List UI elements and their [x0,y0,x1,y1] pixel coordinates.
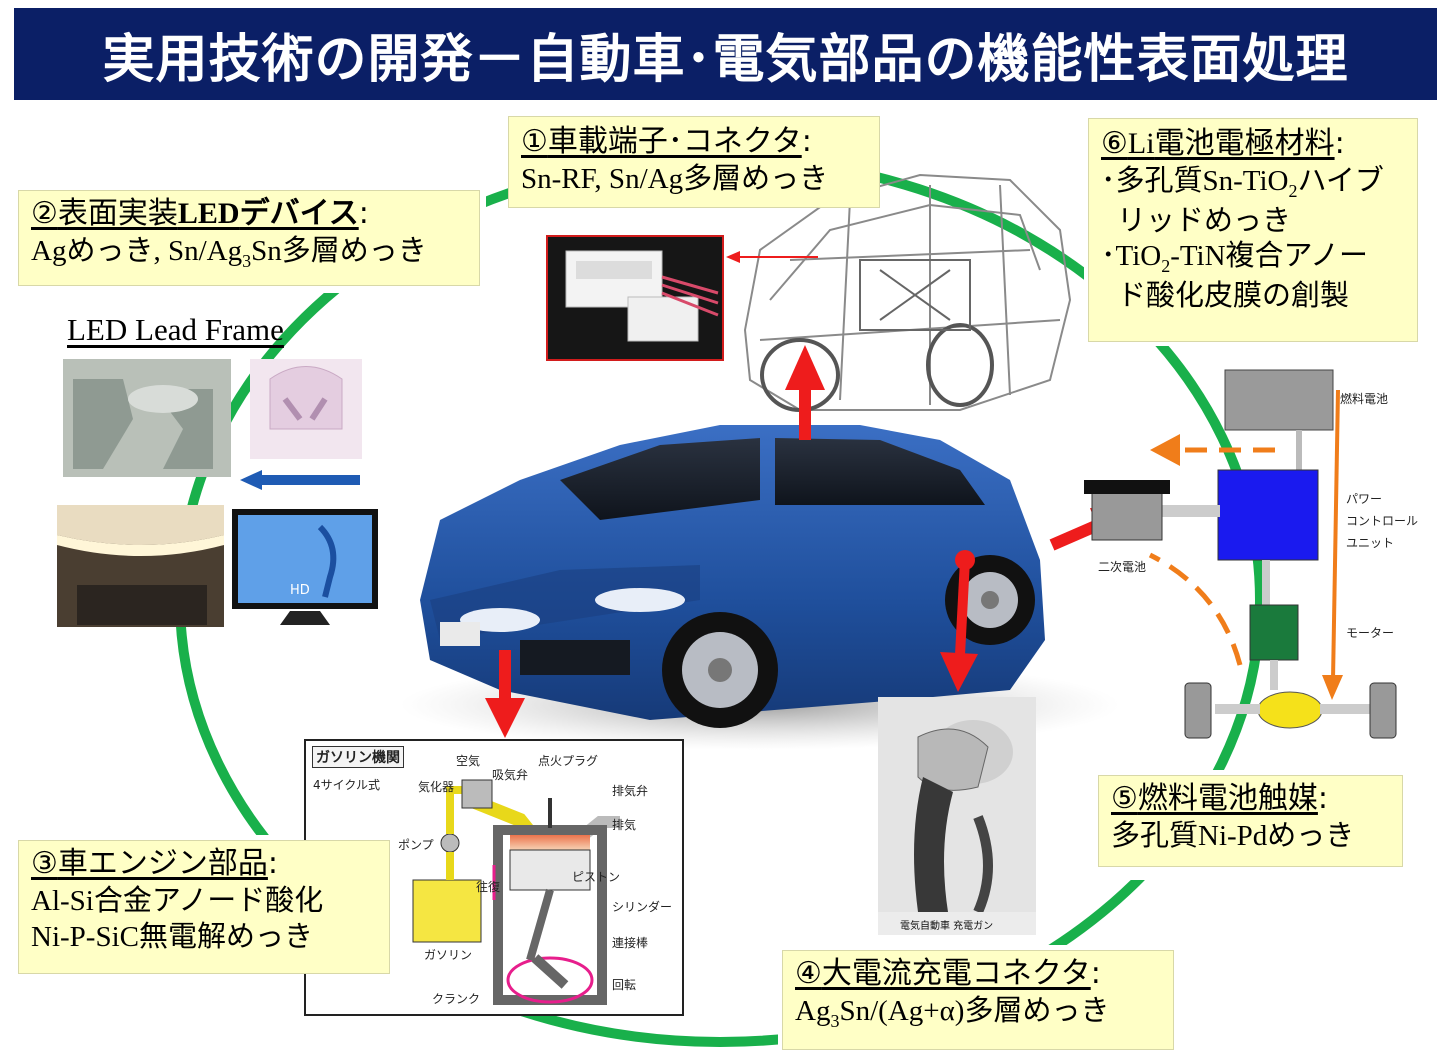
engine-cylinder: シリンダー [612,900,673,914]
box-connector: ①車載端子･コネクタ: Sn-RF, Sn/Ag多層めっき [508,116,880,208]
left-arrow-icon [240,470,362,490]
engine-crank: クランク [432,992,481,1006]
box-led-device-line: Agめっき, Sn/Ag3Sn多層めっき [31,234,427,271]
engine-pump: ポンプ [398,838,434,852]
engine-intake: 吸気弁 [492,768,529,782]
blue-car [420,425,1045,728]
pcu-label-1: パワー [1346,492,1383,506]
box-connector-line: Sn-RF, Sn/Ag多層めっき [521,162,829,195]
motor-label: モーター [1346,626,1395,640]
engine-diagram [304,739,684,1016]
engine-recip: 往復 [476,880,501,894]
box-fuel-cell: ⑤燃料電池触媒: 多孔質Ni-Pdめっき [1098,775,1403,867]
charger-caption: 電気自動車 充電ガン [900,921,994,932]
charging-gun-photo: 電気自動車 充電ガン [878,697,1036,935]
engine-gasoline: ガソリン [424,948,473,962]
tv-hd-label: HD [290,583,310,598]
engine-plug: 点火プラグ [538,754,599,768]
led-package-photo [250,359,362,459]
fuel-cell-label: 燃料電池 [1340,392,1389,406]
lead-frame-photo [63,359,231,477]
engine-cycle: 4サイクル式 [313,778,381,792]
engine-exhaust: 排気 [612,818,637,832]
battery-label: 二次電池 [1098,560,1147,574]
led-tv-photo: HD [230,507,380,631]
box-li-battery: ⑥Li電池電極材料: ･多孔質Sn-TiO2ハイブ リッドめっき ･TiO2-T… [1088,118,1418,342]
engine-carb: 気化器 [418,780,455,794]
engine-title: ガソリン機関 [312,746,404,768]
cabin-lighting-photo [57,505,224,627]
engine-piston: ピストン [572,870,621,884]
hybrid-system-diagram [1084,369,1397,739]
pcu-label-2: コントロール [1346,514,1419,528]
box-led-device: ②表面実装LEDデバイス: Agめっき, Sn/Ag3Sn多層めっき [18,190,480,286]
page-title: 実用技術の開発－自動車･電気部品の機能性表面処理 [14,8,1437,100]
engine-exhaust-valve: 排気弁 [612,784,649,798]
pcu-label-3: ユニット [1346,536,1395,550]
box-charging-connector: ④大電流充電コネクタ: Ag3Sn/(Ag+α)多層めっき [782,950,1174,1050]
engine-conrod: 連接棒 [612,936,649,950]
connector-photo [546,235,724,361]
box-engine-parts: ③車エンジン部品: Al-Si合金アノード酸化 Ni-P-SiC無電解めっき [18,840,390,974]
engine-rotation: 回転 [612,978,637,992]
engine-air: 空気 [456,754,481,768]
led-lead-frame-label: LED Lead Frame [67,312,284,347]
